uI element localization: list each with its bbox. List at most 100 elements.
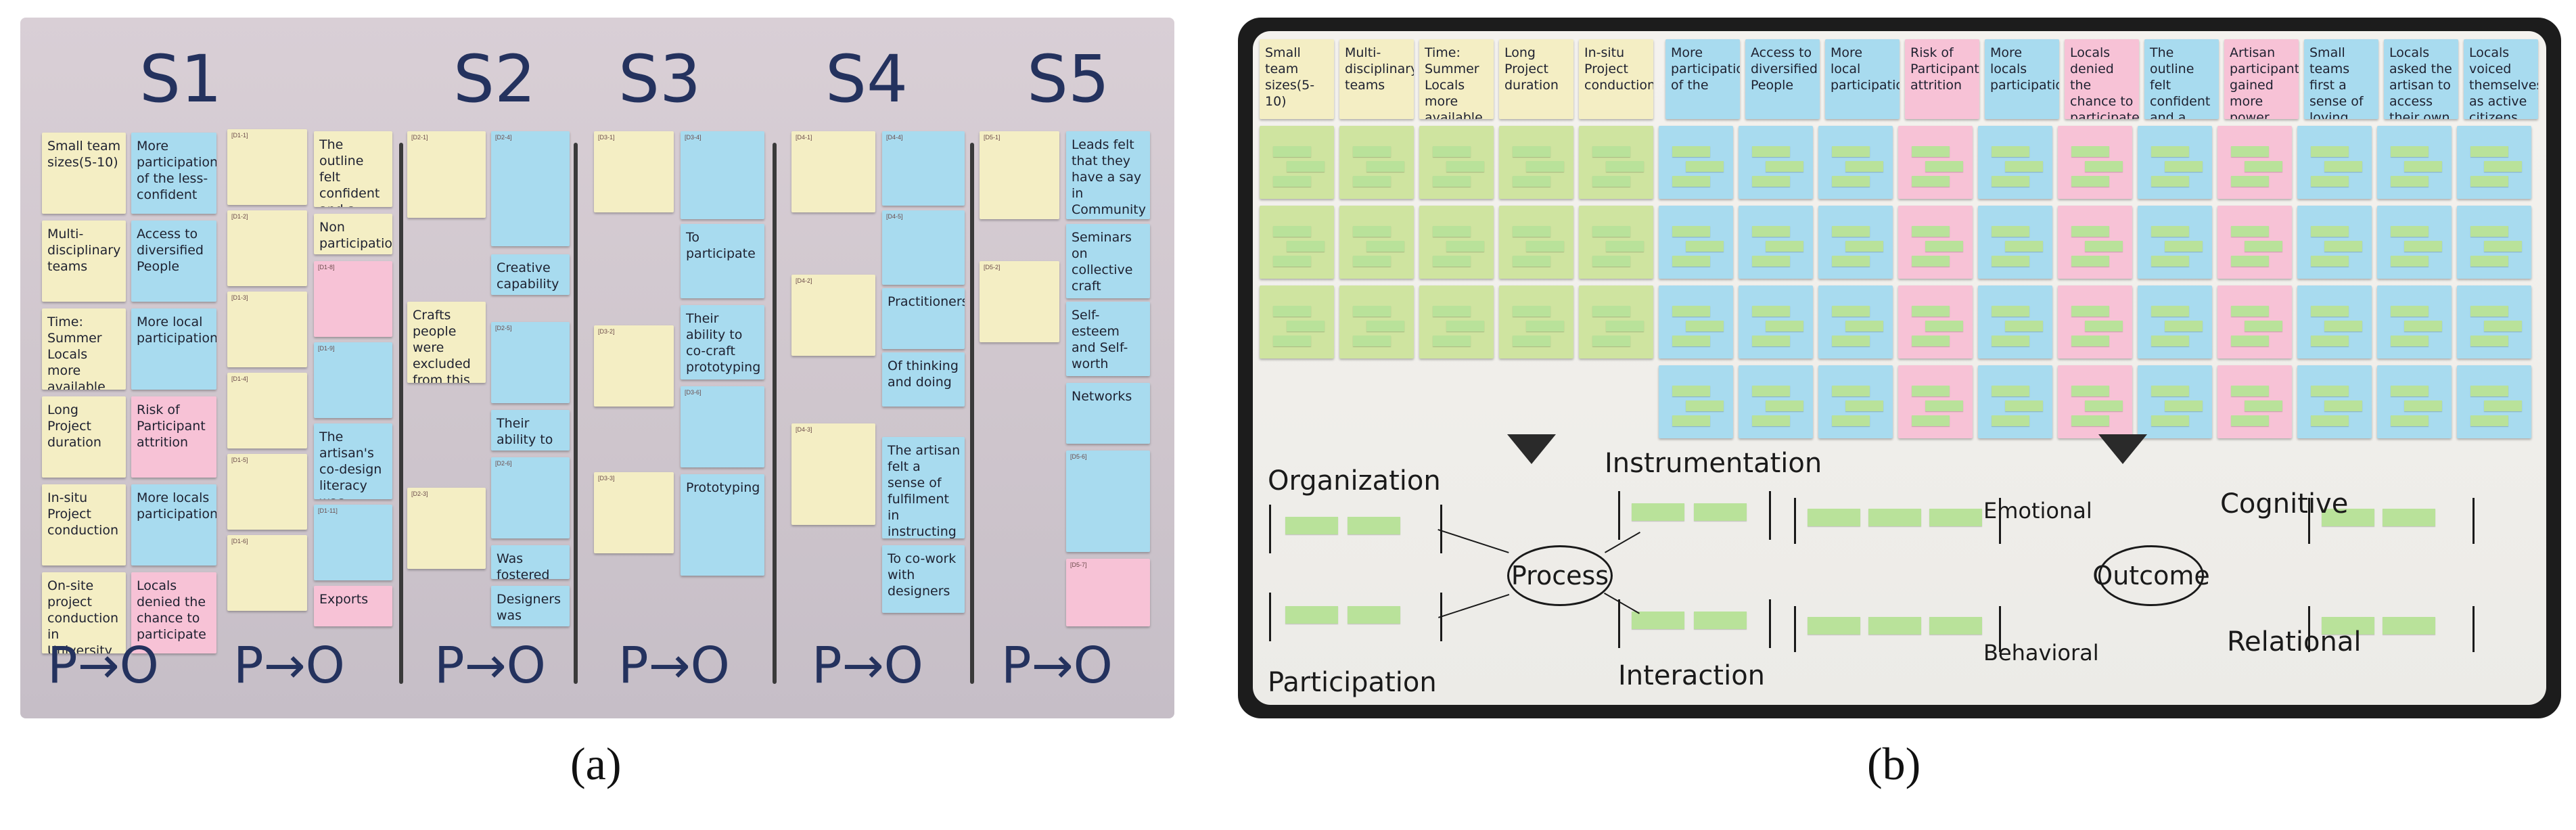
- mini-note: [2151, 176, 2189, 187]
- stage-label-s1: S1: [139, 41, 223, 117]
- mini-note: [2085, 241, 2123, 252]
- mini-note: [1868, 509, 1921, 526]
- mini-note: [1526, 161, 1564, 172]
- mini-note: [1832, 176, 1870, 187]
- bracket: [2308, 606, 2475, 652]
- mini-note: [1285, 606, 1338, 624]
- mini-note: [1752, 226, 1790, 237]
- mini-note: [2311, 256, 2349, 267]
- mini-note: [2311, 226, 2349, 237]
- mini-note: [2391, 226, 2429, 237]
- mini-note: [1273, 256, 1311, 267]
- mini-note: [2311, 306, 2349, 317]
- sticky-note: Seminars on collective craft: [1066, 224, 1150, 298]
- mini-note: [1433, 306, 1471, 317]
- sticky-note: [D1-2]: [227, 210, 307, 286]
- mini-note: [2245, 241, 2282, 252]
- mini-note: [2005, 241, 2043, 252]
- mini-note: [1672, 226, 1710, 237]
- mini-note: [1513, 146, 1550, 157]
- mini-note: [1606, 241, 1644, 252]
- bracket: [1618, 599, 1771, 648]
- whiteboard: Small team sizes(5-10) Multi-disciplinar…: [1253, 31, 2546, 705]
- mini-note: [2151, 415, 2189, 426]
- mini-note: [2085, 400, 2123, 411]
- mini-note: [1513, 256, 1550, 267]
- down-arrow-icon: [1507, 434, 1556, 464]
- mini-note: [1766, 400, 1803, 411]
- mini-note: [2324, 400, 2362, 411]
- mini-note: [1929, 509, 1982, 526]
- mini-note: [1832, 386, 1870, 396]
- mini-note: [2470, 336, 2508, 346]
- interaction-label: Interaction: [1618, 660, 1766, 691]
- sticky-note: Of thinking and doing: [882, 352, 965, 407]
- mini-note: [1832, 306, 1870, 317]
- process-outcome-label: P→O: [1001, 637, 1113, 695]
- process-outcome-label: P→O: [47, 637, 159, 695]
- stage-label-s2: S2: [453, 41, 536, 117]
- mini-note: [2470, 386, 2508, 396]
- mini-note: [2484, 321, 2522, 331]
- sticky-note: [D4-5]: [882, 210, 965, 285]
- mini-note: [2231, 176, 2269, 187]
- mini-note: [1912, 336, 1950, 346]
- mini-note: [2322, 509, 2374, 526]
- mini-note: [2470, 415, 2508, 426]
- mini-note: [1752, 415, 1790, 426]
- mini-note: [2231, 226, 2269, 237]
- mini-note: [1752, 306, 1790, 317]
- mini-note: [1752, 386, 1790, 396]
- mini-note: [1592, 336, 1630, 346]
- sticky-note: [D4-2]: [791, 275, 875, 356]
- mini-note: [1606, 161, 1644, 172]
- mini-note: [2404, 161, 2442, 172]
- sticky-note: [D1-8]: [314, 261, 392, 337]
- sticky-note: Self-esteem and Self-worth: [1066, 302, 1150, 376]
- mini-note: [1433, 146, 1471, 157]
- mini-note: [1752, 146, 1790, 157]
- mini-note: [1348, 606, 1400, 624]
- sticky-note: Risk of Participant attrition: [131, 396, 216, 478]
- photo-panel-b: Small team sizes(5-10) Multi-disciplinar…: [1238, 18, 2561, 718]
- mini-note: [1513, 226, 1550, 237]
- mini-note: [2071, 415, 2109, 426]
- mini-note: [1526, 321, 1564, 331]
- mini-note: [1832, 336, 1870, 346]
- sticky-note: More locals participation: [131, 484, 216, 566]
- sticky-note: [D5-1]: [980, 131, 1059, 219]
- sticky-note: [D3-2]: [594, 325, 674, 407]
- sticky-note: Time: Summer Locals more available: [42, 308, 126, 390]
- mini-note: [1992, 256, 2029, 267]
- mini-note: [1353, 226, 1391, 237]
- mini-note: [1287, 161, 1325, 172]
- sticky-note: [D4-4]: [882, 131, 965, 206]
- mini-note: [1632, 612, 1684, 629]
- mini-note: [1992, 336, 2029, 346]
- sticky-note: [D2-3]: [407, 488, 486, 569]
- mini-note: [2151, 146, 2189, 157]
- mini-note: [1694, 503, 1747, 521]
- sticky-note: Multi-disciplinary teams: [1339, 39, 1414, 119]
- mini-note: [1912, 176, 1950, 187]
- sticky-note: [D2-1]: [407, 131, 486, 218]
- mini-note: [1752, 336, 1790, 346]
- mini-note: [2165, 161, 2203, 172]
- mini-note: [1912, 415, 1950, 426]
- mini-note: [2151, 226, 2189, 237]
- mini-note: [1832, 146, 1870, 157]
- mini-note: [2071, 336, 2109, 346]
- sticky-note: Small team sizes(5-10): [1260, 39, 1334, 119]
- mini-note: [1929, 617, 1982, 635]
- bracket: [1269, 505, 1442, 553]
- sticky-note: [D3-6]: [681, 386, 764, 467]
- mini-note: [1845, 161, 1883, 172]
- sticky-note: Small team sizes(5-10): [42, 133, 126, 214]
- sticky-note: On-site project conduction in University…: [42, 572, 126, 653]
- sticky-note: [D1-3]: [227, 292, 307, 367]
- mini-note: [1672, 146, 1710, 157]
- mini-note: [2391, 256, 2429, 267]
- mini-note: [1592, 146, 1630, 157]
- mini-note: [2085, 161, 2123, 172]
- mini-note: [2071, 226, 2109, 237]
